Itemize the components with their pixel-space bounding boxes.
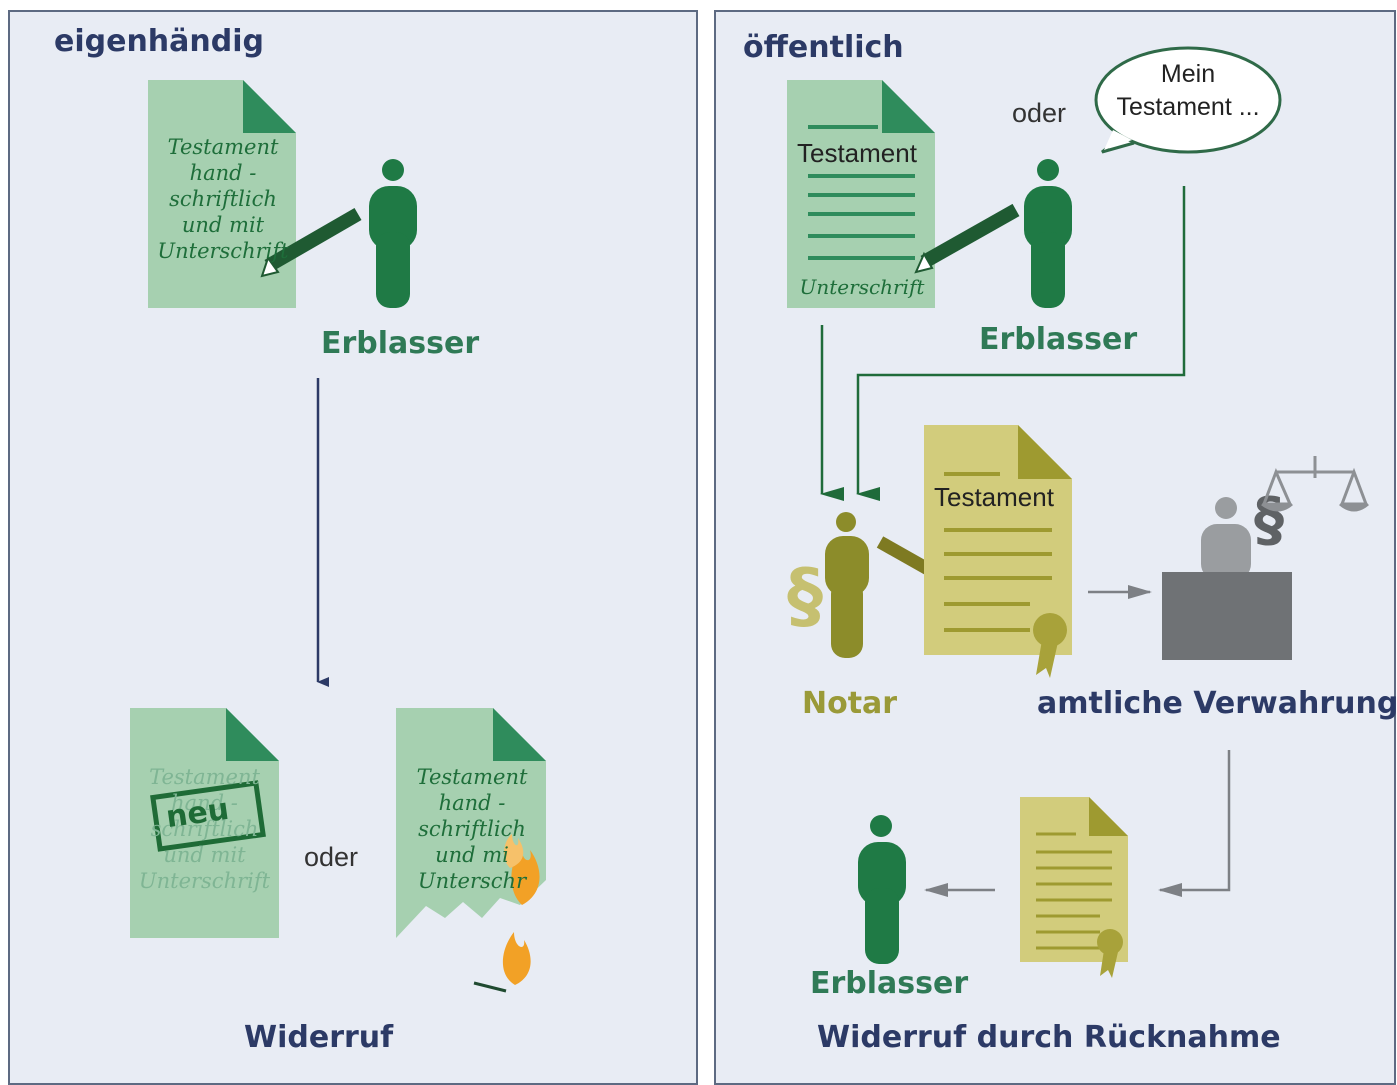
paragraph-icon: §	[1254, 485, 1284, 555]
public-testament-icon	[787, 80, 935, 308]
speech-bubble-icon	[1094, 46, 1282, 154]
scales-icon	[1261, 456, 1369, 512]
public-doc-signature: Unterschrift	[799, 275, 925, 299]
match-icon	[473, 981, 507, 993]
panel-title-oeffentlich: öffentlich	[743, 30, 904, 65]
widerruf-label: Widerruf	[244, 1020, 394, 1055]
notarial-doc-heading: Testament	[934, 482, 1054, 512]
speech-bubble-text: Mein Testament ...	[1116, 60, 1260, 121]
panel-title-eigenhaendig: eigenhändig	[54, 24, 264, 59]
burned-testament-icon	[396, 708, 546, 938]
erblasser-label: Erblasser	[321, 326, 480, 361]
handwritten-doc-text: Testament hand - schriftlich und mit Unt…	[157, 135, 289, 263]
oder-label: oder	[1012, 98, 1067, 128]
flame-icon	[502, 834, 540, 985]
public-doc-heading: Testament	[797, 138, 917, 168]
new-doc-text: Testament hand - schriftlich und mit Unt…	[138, 765, 271, 893]
neu-stamp-icon	[150, 780, 266, 852]
new-testament-icon	[130, 708, 279, 938]
arrow-ruecknahme	[1158, 750, 1231, 897]
handwritten-testament-icon	[148, 80, 296, 308]
notarial-testament-icon	[924, 425, 1072, 678]
court-official-icon	[1162, 497, 1292, 660]
svg-text:§: §	[787, 553, 823, 637]
paragraph-icon: §	[787, 553, 823, 637]
pen-icon	[260, 207, 362, 278]
erblasser-label: Erblasser	[810, 966, 969, 1001]
notar-label: Notar	[802, 686, 898, 721]
verwahrung-label: amtliche Verwahrung	[1037, 686, 1397, 721]
burned-doc-text: Testament hand - schriftlich und mi Unte…	[416, 765, 528, 893]
svg-text:§: §	[1254, 485, 1284, 555]
returned-testament-icon	[1020, 797, 1128, 978]
panel-eigenhaendig	[8, 10, 698, 1085]
erblasser-person-icon	[1024, 159, 1072, 308]
notar-person-icon	[825, 512, 869, 658]
arrow-oral-to-notar	[856, 186, 1186, 501]
pen-icon	[914, 203, 1020, 274]
erblasser-person-icon	[858, 815, 906, 964]
erblasser-label: Erblasser	[979, 322, 1138, 357]
widerruf-ruecknahme-label: Widerruf durch Rücknahme	[817, 1020, 1281, 1055]
oder-label: oder	[304, 842, 359, 872]
erblasser-person-icon	[369, 159, 417, 308]
